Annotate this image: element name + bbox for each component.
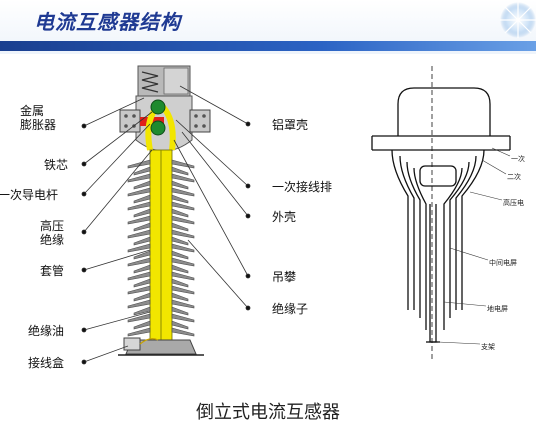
label-metal-expander: 金属 膨胀器 (20, 104, 57, 132)
porcelain-shed (133, 264, 189, 274)
slide-title: 电流互感器结构 (34, 10, 181, 34)
porcelain-shed (133, 208, 189, 218)
label-outer-shell: 外壳 (272, 210, 297, 224)
porcelain-shed (127, 271, 195, 281)
porcelain-shed (133, 180, 189, 190)
label-insulating-oil: 绝缘油 (28, 324, 65, 338)
porcelain-shed (133, 250, 189, 260)
sketch-label-primary: 一次 (511, 155, 525, 163)
sketch-label-support: 支架 (481, 343, 495, 351)
porcelain-shed (127, 173, 195, 183)
porcelain-shed (127, 229, 195, 239)
label-primary-terminal: 一次接线排 (272, 180, 333, 194)
porcelain-shed (127, 201, 195, 211)
sketch-label-mid-screen: 中间电屏 (489, 259, 517, 267)
porcelain-shed (127, 215, 195, 225)
sketch-label-hv-screen: 高压电 (503, 199, 524, 207)
metal-expander-graphic (137, 65, 191, 97)
porcelain-shed (127, 313, 195, 323)
porcelain-shed (127, 187, 195, 197)
porcelain-shed (127, 299, 195, 309)
porcelain-shed (127, 243, 195, 253)
porcelain-shed (127, 327, 195, 337)
label-hv-insulation: 高压 绝缘 (40, 219, 65, 247)
label-primary-conductor: 一次导电杆 (0, 188, 59, 202)
porcelain-shed (133, 306, 189, 316)
label-aluminum-housing: 铝罩壳 (272, 118, 309, 132)
porcelain-shed (133, 292, 189, 302)
porcelain-shed (133, 194, 189, 204)
porcelain-shed (133, 222, 189, 232)
label-iron-core: 铁芯 (44, 158, 69, 172)
porcelain-shed (127, 159, 195, 169)
porcelain-sheds (127, 159, 195, 337)
slide-header: 电流互感器结构 (0, 0, 536, 54)
label-junction-box: 接线盒 (28, 356, 65, 370)
label-bushing: 套管 (40, 264, 65, 278)
porcelain-shed (133, 320, 189, 330)
porcelain-shed (133, 166, 189, 176)
sketch-label-ground-screen: 地电屏 (487, 305, 508, 313)
ct-cross-section-sketch (371, 66, 511, 360)
sunburst-icon (500, 2, 536, 38)
title-rule (0, 41, 536, 51)
label-lifting-ring: 吊攀 (272, 270, 297, 284)
porcelain-shed (127, 257, 195, 267)
porcelain-shed (127, 285, 195, 295)
porcelain-shed (133, 278, 189, 288)
label-insulator: 绝缘子 (272, 302, 309, 316)
porcelain-shed (133, 236, 189, 246)
sketch-label-secondary: 二次 (507, 173, 521, 181)
figure-caption: 倒立式电流互感器 (196, 402, 340, 423)
